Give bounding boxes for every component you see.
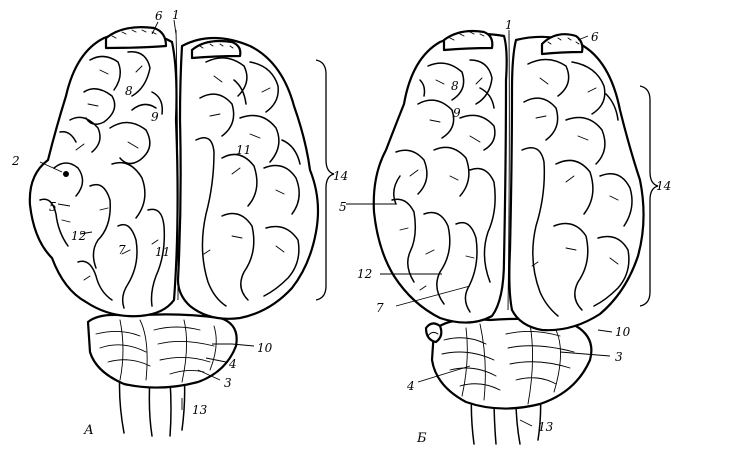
right-hemisphere-a (176, 36, 320, 320)
label-a-6: 6 (155, 9, 163, 23)
label-a-4: 4 (228, 357, 237, 371)
longitudinal-fissure-a (175, 29, 179, 301)
label-a-7: 7 (118, 243, 126, 257)
label-a-13: 13 (192, 403, 208, 417)
right-hemisphere-b (508, 35, 645, 332)
label-a-10: 10 (257, 341, 273, 355)
olfactory-bulb-left-b (442, 29, 494, 52)
label-a-11-lower: 11 (155, 245, 170, 259)
panel-b-label: Б (416, 431, 427, 446)
brainstem-a (118, 371, 186, 437)
panel-a-label: А (83, 423, 94, 438)
label-b-13: 13 (538, 420, 554, 434)
cerebellum-folia-b (441, 323, 575, 405)
label-a-1: 1 (172, 8, 180, 22)
label-a-9: 9 (151, 110, 159, 124)
label-b-6: 6 (591, 30, 599, 44)
cerebellum-folia-a (95, 319, 217, 383)
bracket-14-a (315, 59, 335, 301)
panel-b: 1 6 8 9 5 14 12 7 10 3 4 13 Б (339, 18, 671, 446)
label-b-14: 14 (656, 179, 671, 193)
leader-lines-b (346, 30, 613, 427)
olfactory-bulb-right-a (190, 39, 242, 60)
label-a-12: 12 (71, 229, 86, 243)
label-b-9: 9 (453, 106, 461, 120)
left-hemisphere-a (28, 30, 179, 318)
gyri-right-a (195, 57, 301, 307)
bracket-14-b (639, 85, 659, 307)
label-b-1: 1 (505, 18, 513, 32)
olfactory-bulb-right-b (540, 33, 584, 56)
label-b-3: 3 (615, 350, 623, 364)
label-a-8: 8 (125, 84, 133, 98)
longitudinal-fissure-b (507, 33, 510, 311)
label-b-5: 5 (339, 200, 347, 214)
gyri-right-b (521, 58, 633, 317)
label-b-7: 7 (376, 301, 384, 315)
olfactory-bulb-left-a (104, 26, 168, 50)
label-b-8: 8 (451, 79, 459, 93)
label-a-2: 2 (11, 154, 20, 168)
label-a-5: 5 (49, 200, 57, 214)
label-b-4: 4 (406, 379, 415, 393)
gyri-left-a (39, 51, 166, 309)
cerebellum-a (86, 313, 238, 389)
leader-lines-a (39, 19, 255, 410)
label-a-14: 14 (333, 169, 348, 183)
label-a-3: 3 (224, 376, 232, 390)
left-hemisphere-b (372, 32, 508, 324)
label-b-10: 10 (615, 325, 631, 339)
gyri-left-b (391, 59, 496, 313)
label-b-12: 12 (357, 267, 372, 281)
brainstem-b (470, 385, 542, 445)
label-a-11-upper: 11 (236, 143, 251, 157)
panel-a: 2 5 6 1 8 9 11 11 12 7 14 10 4 3 13 А (11, 8, 348, 438)
